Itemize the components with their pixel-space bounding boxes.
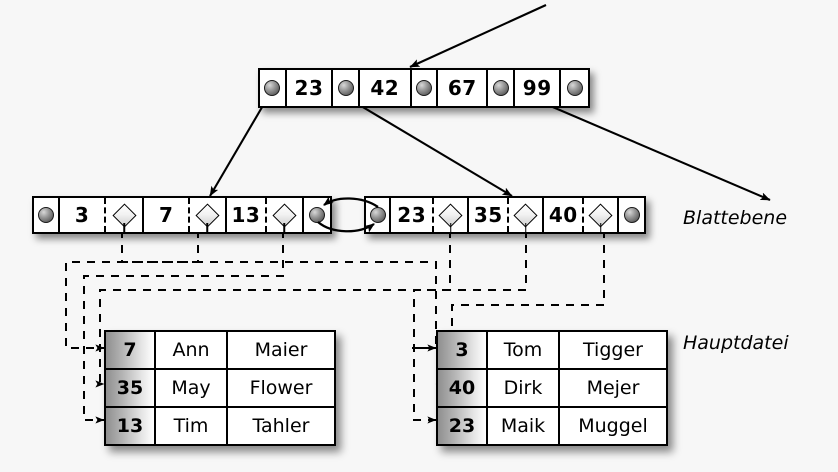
hauptdatei-table-left[interactable]: 7 Ann Maier 35 May Flower 13 Tim Tahler — [104, 330, 336, 446]
label-blattebene: Blattebene — [683, 207, 788, 229]
row-key-cell: 35 — [106, 370, 156, 406]
root-pointer-2[interactable] — [411, 70, 439, 106]
leaf-left-key-0: 3 — [60, 198, 106, 232]
leaf-right-diamond-2[interactable] — [584, 198, 620, 232]
table-row[interactable]: 40 Dirk Mejer — [438, 370, 666, 408]
record-ref-diamond-icon — [267, 198, 302, 232]
leaf-right-key-2: 40 — [544, 198, 585, 232]
root-key-cell-3: 99 — [515, 70, 562, 106]
root-to-right-leaf-arrow — [345, 96, 513, 197]
row-lastname-cell: Muggel — [578, 415, 648, 437]
row-lastname-cell: Flower — [249, 377, 313, 399]
leaf-left-key-2: 13 — [226, 198, 268, 232]
leaf-node-right[interactable]: 23 35 40 — [364, 196, 646, 234]
row-key-cell: 23 — [438, 408, 488, 444]
leaf-right-key-0: 23 — [391, 198, 435, 232]
root-pointer-0[interactable] — [260, 70, 287, 106]
row-key-cell: 7 — [106, 332, 156, 368]
row-key-cell: 40 — [438, 370, 488, 406]
row-lastname-cell: Mejer — [586, 377, 640, 399]
root-pointer-4[interactable] — [561, 70, 588, 106]
leaf-node-left[interactable]: 3 7 13 — [32, 196, 332, 234]
leaf-right-diamond-0[interactable] — [434, 198, 470, 232]
incoming-root-arrow — [409, 4, 547, 68]
leaf-left-diamond-0[interactable] — [105, 198, 145, 232]
pointer-sphere-icon — [623, 207, 640, 223]
leaf-right-key-1: 35 — [469, 198, 510, 232]
record-ref-diamond-icon — [584, 198, 617, 232]
root-key-cell-0: 23 — [286, 70, 334, 106]
row-firstname-cell: Maik — [488, 408, 560, 444]
root-pointer-1[interactable] — [333, 70, 360, 106]
leaf-right-next-pointer[interactable] — [619, 198, 644, 232]
root-pointer-3[interactable] — [488, 70, 516, 106]
pointer-sphere-icon — [415, 80, 432, 96]
row-lastname-cell: Tahler — [252, 415, 310, 437]
root-key-cell-1: 42 — [359, 70, 412, 106]
record-ref-diamond-icon — [106, 198, 143, 232]
leaf-left-prev-pointer[interactable] — [34, 198, 61, 232]
pointer-sphere-icon — [38, 207, 55, 223]
leaf-right-diamond-1[interactable] — [509, 198, 545, 232]
row-key-cell: 13 — [106, 408, 156, 444]
root-index-node[interactable]: 23 42 67 99 — [258, 68, 590, 108]
pointer-sphere-icon — [566, 80, 583, 96]
record-ref-diamond-icon — [509, 198, 542, 232]
label-hauptdatei: Hauptdatei — [683, 332, 789, 354]
hauptdatei-table-right[interactable]: 3 Tom Tigger 40 Dirk Mejer 23 Maik Mugge… — [436, 330, 668, 446]
leaf-left-diamond-1[interactable] — [189, 198, 227, 232]
row-lastname-cell: Maier — [254, 339, 308, 361]
row-firstname-cell: Tom — [488, 332, 560, 368]
row-firstname-cell: Tim — [156, 408, 228, 444]
table-row[interactable]: 35 May Flower — [106, 370, 334, 408]
table-row[interactable]: 23 Maik Muggel — [438, 408, 666, 444]
root-to-left-leaf-arrow — [209, 96, 269, 197]
record-ref-diamond-icon — [190, 198, 225, 232]
pointer-sphere-icon — [492, 80, 509, 96]
pointer-sphere-icon — [369, 207, 386, 223]
leaf-left-key-1: 7 — [144, 198, 190, 232]
table-row[interactable]: 7 Ann Maier — [106, 332, 334, 370]
row-firstname-cell: May — [156, 370, 228, 406]
leaf-right-prev-pointer[interactable] — [366, 198, 392, 232]
pointer-sphere-icon — [264, 80, 281, 96]
root-key-cell-2: 67 — [438, 70, 489, 106]
leaf-left-diamond-2[interactable] — [267, 198, 304, 232]
row-firstname-cell: Dirk — [488, 370, 560, 406]
pointer-sphere-icon — [337, 80, 354, 96]
leaf-left-next-pointer[interactable] — [303, 198, 330, 232]
table-row[interactable]: 3 Tom Tigger — [438, 332, 666, 370]
row-key-cell: 3 — [438, 332, 488, 368]
pointer-sphere-icon — [308, 207, 325, 223]
row-firstname-cell: Ann — [156, 332, 228, 368]
row-lastname-cell: Tigger — [583, 339, 643, 361]
record-ref-diamond-icon — [434, 198, 467, 232]
table-row[interactable]: 13 Tim Tahler — [106, 408, 334, 444]
